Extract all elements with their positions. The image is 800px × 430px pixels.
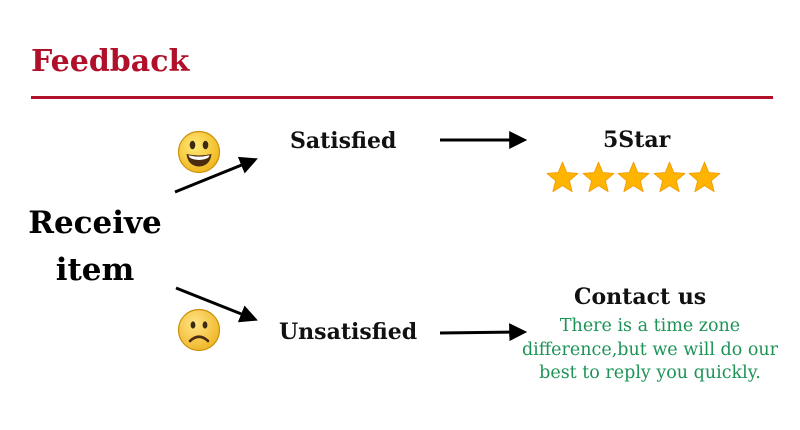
- page-title: Feedback: [31, 44, 190, 79]
- satisfied-label: Satisfied: [290, 128, 397, 154]
- unsatisfied-label: Unsatisfied: [279, 319, 418, 345]
- star-rating: [545, 160, 723, 195]
- star-icon: [546, 161, 579, 193]
- contact-note-line: difference,but we will do our: [521, 339, 779, 360]
- contact-note: There is a time zone difference,but we w…: [510, 315, 790, 386]
- receive-item-line1: Receive: [28, 205, 162, 241]
- five-star-label: 5Star: [603, 127, 671, 153]
- receive-item-line2: item: [55, 252, 135, 288]
- arrow-receive-to-satisfied: [174, 156, 258, 194]
- star-icon: [653, 161, 685, 193]
- smiley-face-icon: [177, 130, 221, 174]
- contact-note-line: best to reply you quickly.: [539, 363, 761, 383]
- arrow-unsatisfied-to-contact: [439, 323, 528, 342]
- title-divider: [31, 96, 773, 99]
- sad-face-icon: [177, 308, 221, 352]
- arrow-receive-to-unsatisfied: [175, 286, 258, 323]
- star-icon: [582, 161, 614, 193]
- receive-item-node: Receive item: [20, 200, 170, 294]
- star-icon: [617, 161, 650, 193]
- contact-us-label: Contact us: [574, 284, 707, 310]
- star-icon: [688, 161, 721, 193]
- contact-note-line: There is a time zone: [559, 316, 741, 336]
